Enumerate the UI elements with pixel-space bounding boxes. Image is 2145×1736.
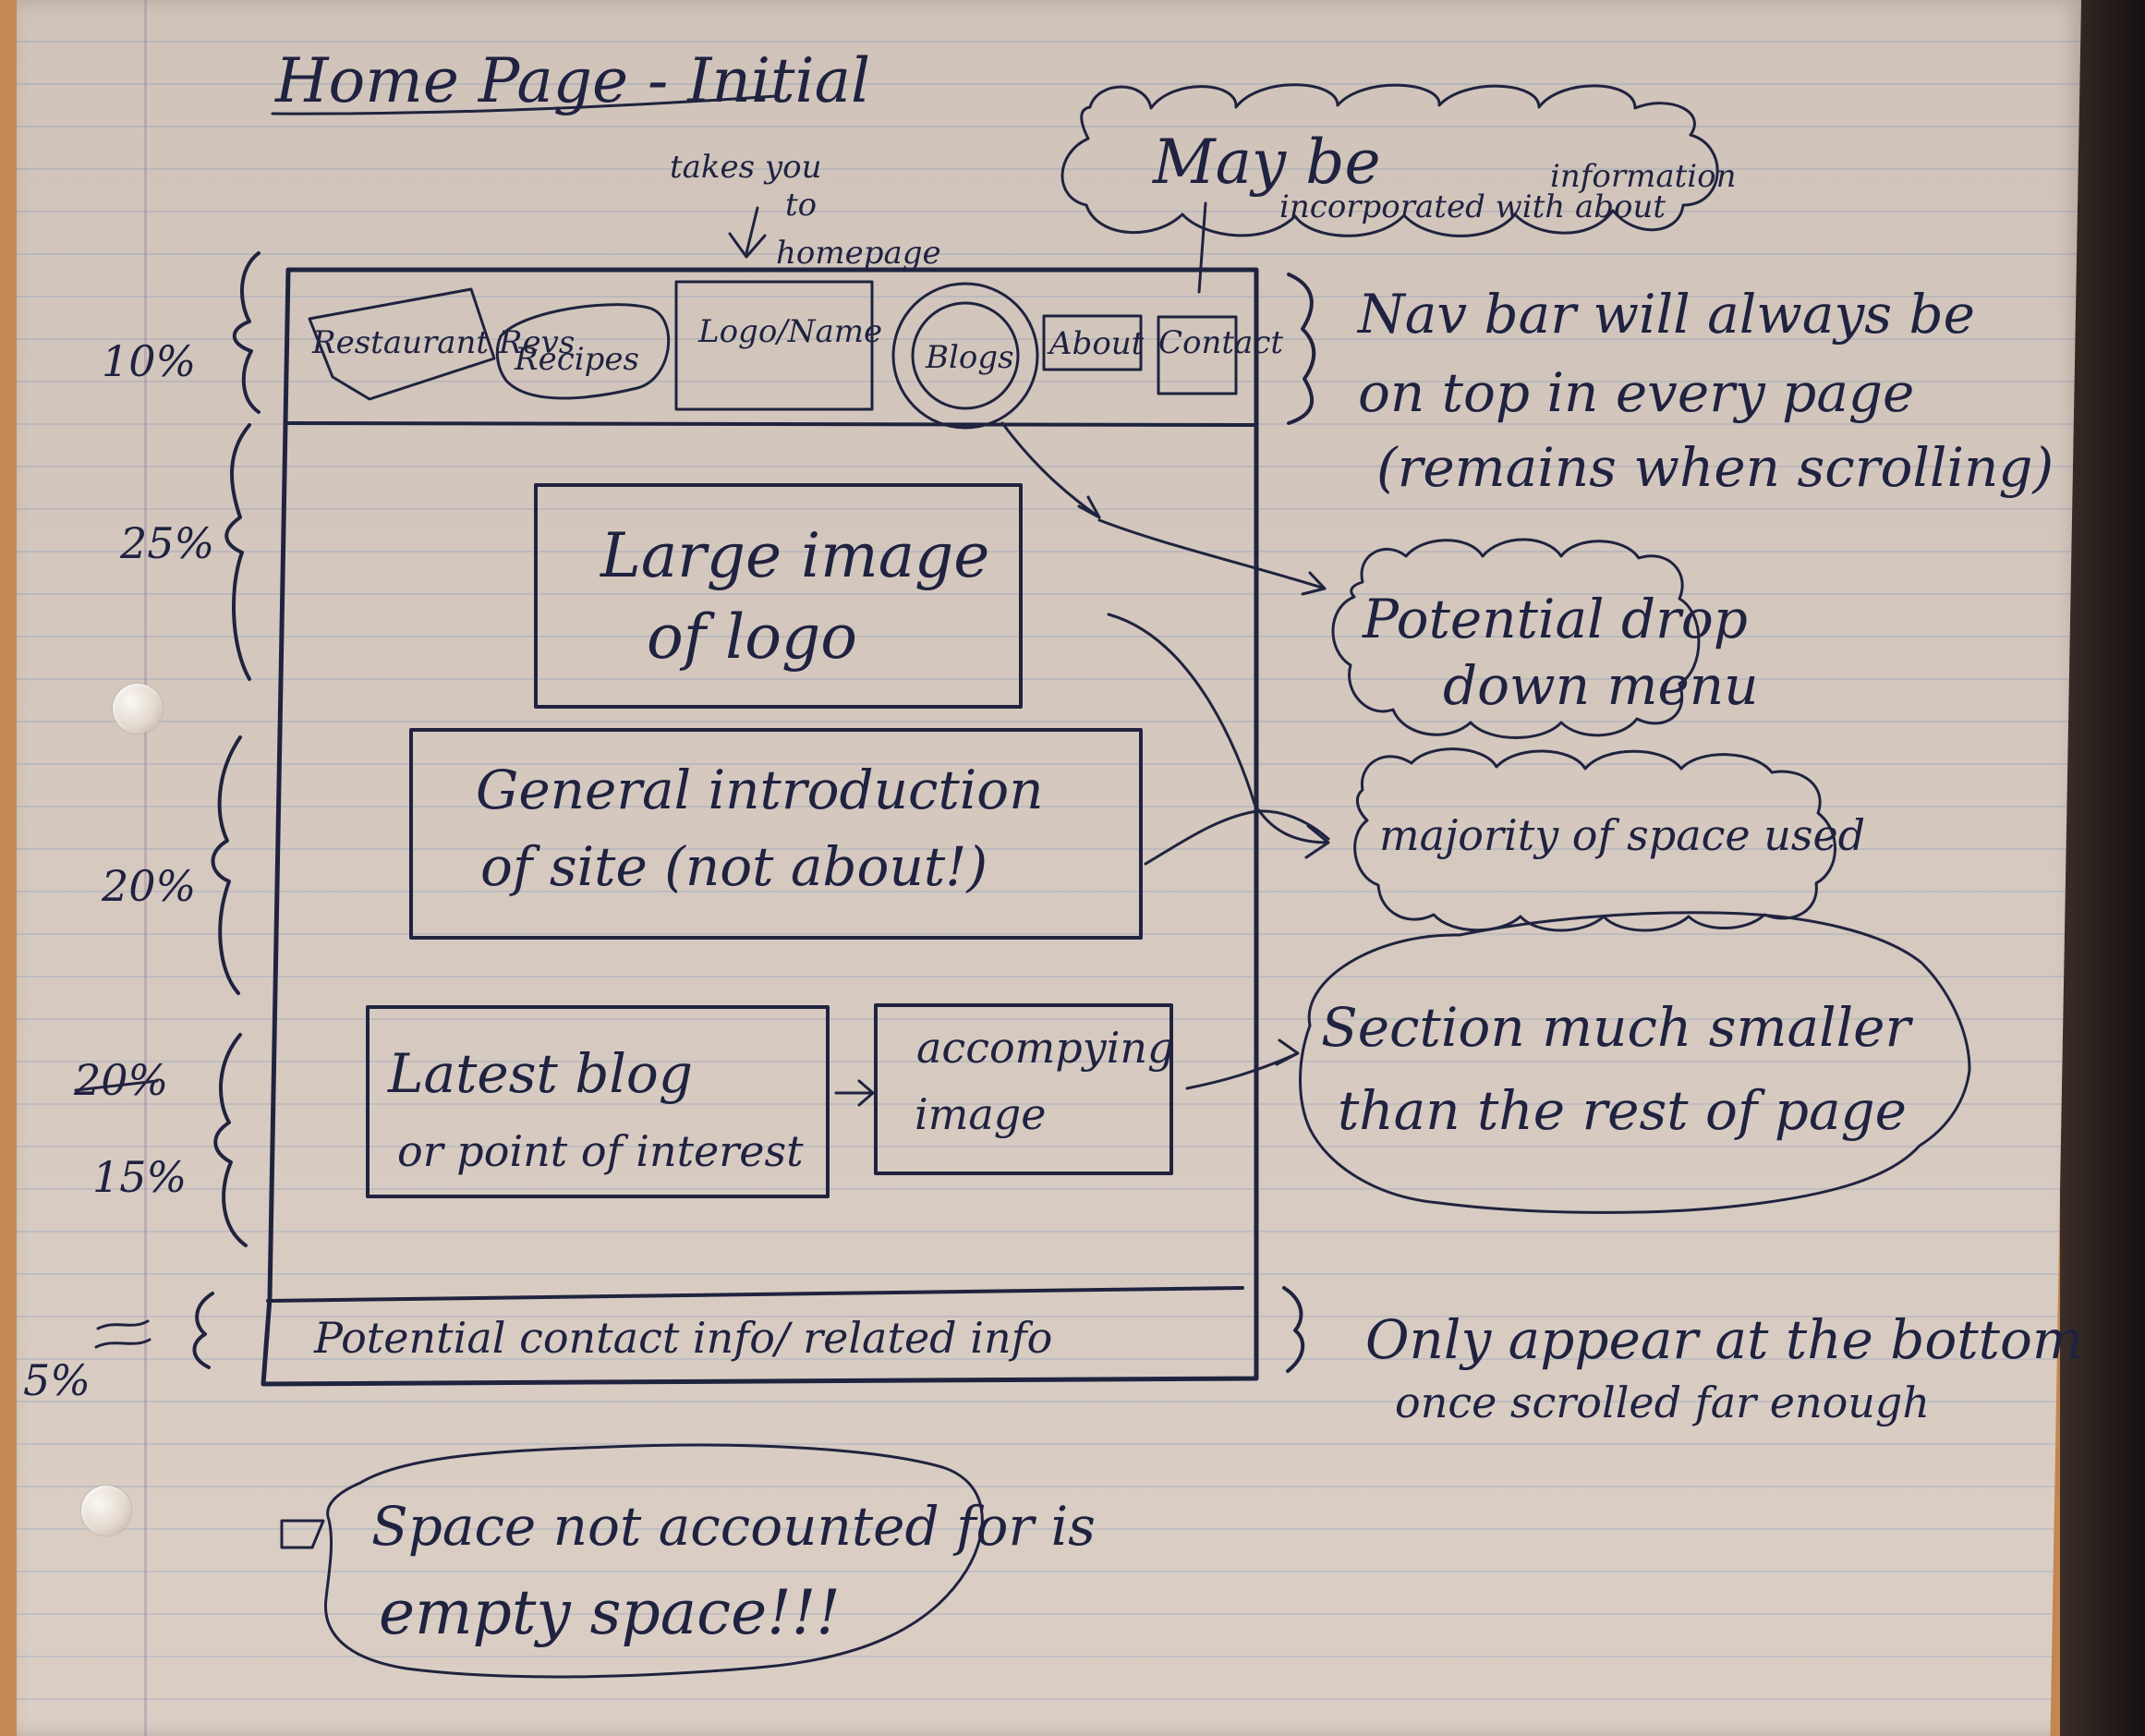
- homepage-note-line2: to: [785, 187, 817, 224]
- nav-note-line2: on top in every page: [1358, 361, 1914, 424]
- nav-item-about[interactable]: [1042, 314, 1143, 371]
- dropdown-cloud: [1331, 538, 1701, 739]
- nav-divider: [285, 421, 1258, 427]
- image-box: [874, 1003, 1173, 1175]
- footer-note-brace: [1282, 1286, 1305, 1373]
- nav-note-line3: (remains when scrolling): [1376, 436, 2054, 499]
- scribble-mark: [280, 1519, 325, 1549]
- hero-image-box: [534, 483, 1023, 709]
- hero-percent: 25%: [119, 518, 214, 568]
- majority-cloud: [1353, 747, 1836, 932]
- empty-space-line-1: Space not accounted for is: [371, 1495, 1096, 1558]
- nav-label-recipes: Recipes: [514, 341, 639, 378]
- intro-percent-brace: [211, 735, 242, 995]
- nav-item-recipes[interactable]: [495, 303, 671, 400]
- page-outline: [261, 267, 1259, 1387]
- nav-item-restaurant-revs[interactable]: [308, 287, 496, 401]
- nav-label-contact: Contact: [1158, 324, 1283, 361]
- nav-label-restaurant-revs: Restaurant Revs: [311, 324, 575, 361]
- footer-note-line-2: once scrolled far enough: [1395, 1378, 1930, 1427]
- info-cloud: [1060, 83, 1719, 237]
- nav-percent-brace: [232, 251, 261, 414]
- footer-note-line-1: Only appear at the bottom: [1365, 1308, 2083, 1371]
- hero-line-1: Large image: [600, 520, 989, 591]
- title-underline: [271, 94, 778, 115]
- cloud-line-3: information: [1550, 158, 1737, 195]
- blog-percent-brace: [213, 1033, 248, 1247]
- dropdown-arrow: [1097, 518, 1327, 596]
- homepage-arrow: [728, 206, 767, 259]
- dropdown-line-1: Potential drop: [1362, 588, 1748, 650]
- blogs-arrow: [1000, 421, 1101, 519]
- nav-label-logo-name: Logo/Name: [697, 313, 882, 350]
- blog-line-1: Latest blog: [387, 1042, 693, 1105]
- intro-line-1: General introduction: [476, 759, 1044, 821]
- nav-item-logo-name[interactable]: [674, 280, 874, 411]
- image-line-2: image: [915, 1089, 1046, 1139]
- majority-arrow-1: [1107, 613, 1330, 859]
- nav-percent: 10%: [102, 336, 196, 386]
- intro-box: [409, 728, 1143, 940]
- nav-label-blogs: Blogs: [925, 339, 1014, 376]
- majority-arrow-2: [1144, 809, 1330, 866]
- smaller-cloud: [1299, 911, 1971, 1214]
- cloud-line-1: May be: [1152, 127, 1381, 198]
- binder-hole: [113, 684, 163, 734]
- smaller-line-2: than the rest of page: [1338, 1079, 1907, 1142]
- blog-line-2: or point of interest: [397, 1126, 804, 1176]
- cloud-line-2: incorporated with about: [1279, 188, 1666, 225]
- footer-approx-mark: [94, 1319, 151, 1349]
- strikethrough: [74, 1079, 159, 1092]
- margin-line: [144, 0, 147, 1736]
- footer-percent: 5%: [23, 1355, 91, 1405]
- homepage-note-line3: homepage: [776, 235, 941, 272]
- hero-line-2: of logo: [647, 601, 857, 673]
- blog-percent-old: 20%: [73, 1055, 168, 1105]
- nav-brace: [1287, 273, 1316, 425]
- page-title: Home Page - Initial: [274, 45, 870, 116]
- blog-box: [366, 1005, 830, 1198]
- empty-space-line-2: empty space!!!: [379, 1577, 841, 1648]
- image-line-1: accompying: [916, 1023, 1174, 1073]
- majority-text: majority of space used: [1379, 810, 1865, 860]
- nav-note-line1: Nav bar will always be: [1356, 283, 1975, 346]
- footer-divider: [266, 1286, 1244, 1303]
- smaller-line-1: Section much smaller: [1321, 996, 1914, 1059]
- intro-line-2: of site (not about!): [480, 835, 988, 898]
- empty-space-note-outline: [323, 1443, 984, 1679]
- footer-percent-brace: [192, 1292, 214, 1369]
- intro-percent: 20%: [101, 861, 196, 911]
- notebook-paper: [17, 0, 2081, 1736]
- binder-hole: [81, 1486, 131, 1536]
- about-arrow: [1197, 201, 1207, 294]
- nav-label-about: About: [1047, 325, 1145, 362]
- dropdown-line-2: down menu: [1443, 654, 1759, 717]
- nav-item-blogs[interactable]: [891, 282, 1039, 430]
- blog-to-image-arrow: [834, 1079, 875, 1107]
- blogs-inner-circle: [911, 301, 1020, 410]
- blog-percent-new: 15%: [92, 1152, 187, 1202]
- footer-text: Potential contact info/ related info: [313, 1313, 1052, 1363]
- nav-item-contact[interactable]: [1157, 315, 1238, 395]
- hero-percent-brace: [224, 423, 251, 681]
- homepage-note-line1: takes you: [670, 149, 822, 186]
- smaller-arrow: [1185, 1038, 1300, 1090]
